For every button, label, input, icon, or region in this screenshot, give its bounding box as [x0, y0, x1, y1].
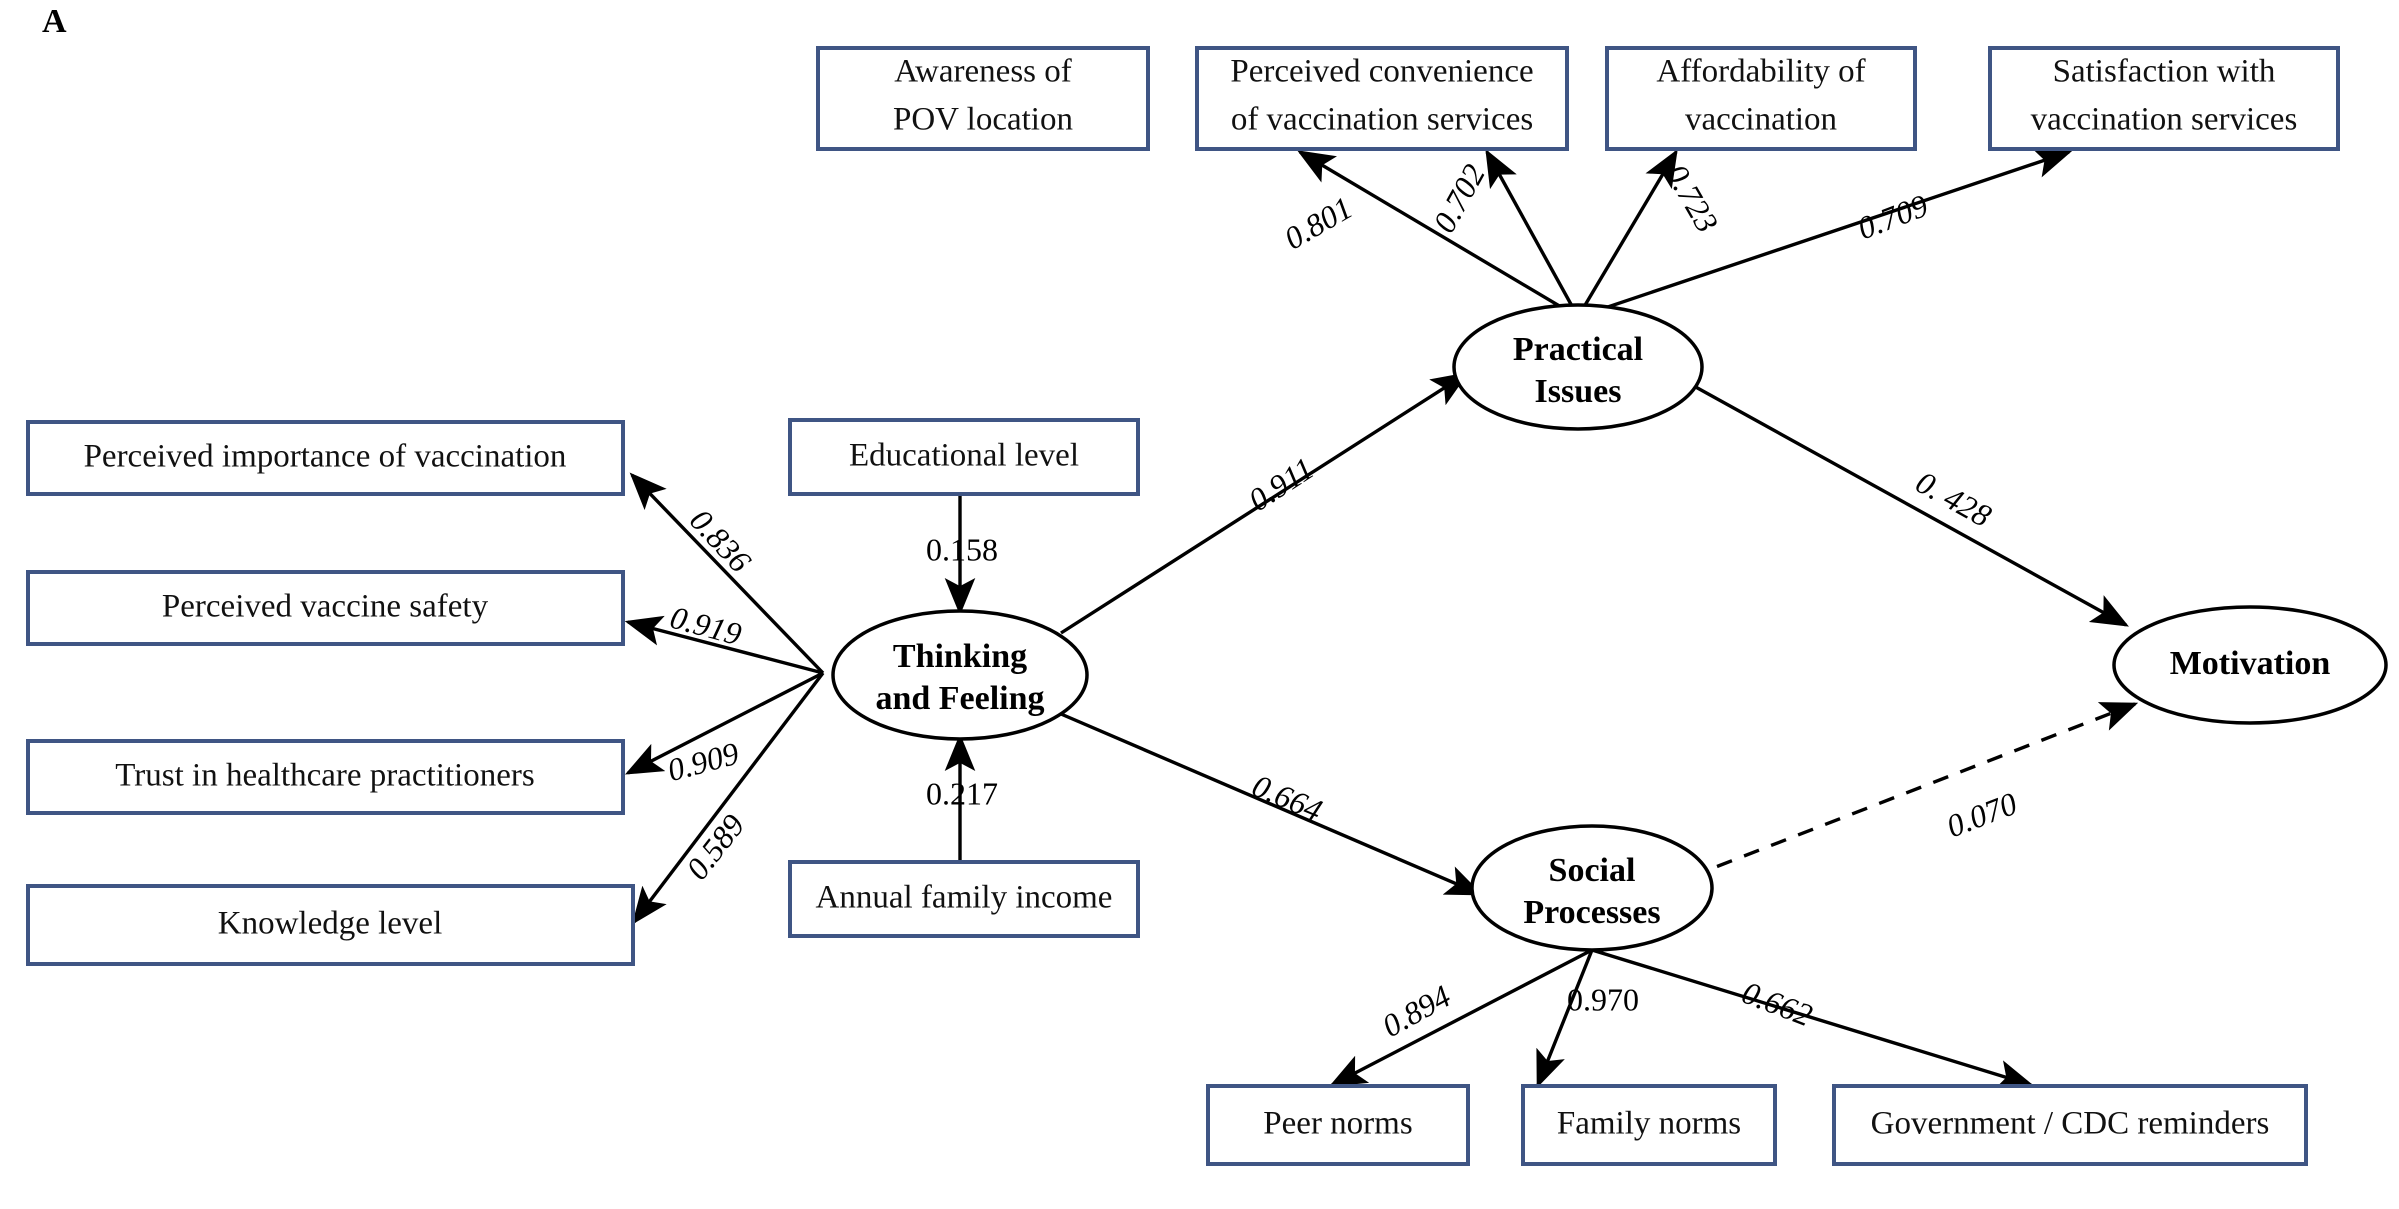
coefficient-thinking-safety: 0.919: [667, 599, 746, 652]
latent-node-thinking[interactable]: Thinking and Feeling: [831, 609, 1089, 741]
latent-label-social-line1: Social: [1549, 852, 1636, 889]
coefficient-practical-convenience: 0.702: [1426, 158, 1492, 238]
observed-label-convenience-line2: of vaccination services: [1231, 102, 1533, 138]
path-social-motivation: [1689, 702, 2139, 879]
latent-node-motivation[interactable]: Motivation: [2112, 605, 2388, 725]
coefficient-thinking-social: 0.664: [1247, 767, 1327, 828]
observed-label-income: Annual family income: [816, 880, 1113, 916]
observed-box-convenience[interactable]: [1195, 46, 1569, 151]
path-social-family: [1536, 949, 1594, 1089]
observed-label-government: Government / CDC reminders: [1871, 1106, 2270, 1142]
latent-label-social-line2: Processes: [1523, 894, 1660, 931]
latent-label-thinking-line1: Thinking: [893, 638, 1027, 675]
path-practical-awareness: [1297, 150, 1579, 319]
observed-label-family: Family norms: [1557, 1106, 1741, 1142]
observed-label-convenience-line1: Perceived convenience: [1230, 54, 1533, 90]
coefficient-education-thinking: 0.158: [926, 531, 998, 567]
observed-label-safety: Perceived vaccine safety: [162, 589, 489, 625]
observed-label-awareness-line2: POV location: [893, 102, 1073, 138]
observed-box-safety[interactable]: [26, 570, 625, 646]
observed-node-education[interactable]: Educational level: [788, 418, 1140, 496]
observed-label-trust: Trust in healthcare practitioners: [115, 758, 534, 794]
observed-label-awareness-line1: Awareness of: [894, 54, 1072, 90]
observed-label-peer: Peer norms: [1263, 1106, 1412, 1142]
observed-label-satisfaction-line2: vaccination services: [2031, 102, 2298, 138]
observed-node-knowledge[interactable]: Knowledge level: [26, 884, 635, 966]
observed-box-affordability[interactable]: [1605, 46, 1917, 151]
path-practical-satisfaction: [1577, 148, 2073, 319]
observed-box-income[interactable]: [788, 860, 1140, 938]
observed-box-satisfaction[interactable]: [1988, 46, 2340, 151]
observed-box-government[interactable]: [1832, 1084, 2308, 1166]
coefficient-social-family: 0.970: [1567, 981, 1639, 1017]
observed-label-importance: Perceived importance of vaccination: [84, 439, 567, 475]
observed-label-affordability-line2: vaccination: [1685, 102, 1837, 138]
path-group-thinking-indicators: [624, 472, 825, 925]
path-thinking-importance: [629, 472, 825, 675]
path-social-peer: [1328, 948, 1593, 1087]
observed-node-peer[interactable]: Peer norms: [1206, 1084, 1470, 1166]
coefficient-social-motivation: 0.070: [1942, 785, 2022, 844]
path-social-government: [1591, 948, 2035, 1090]
path-thinking-safety: [624, 615, 824, 675]
latent-label-motivation: Motivation: [2170, 645, 2331, 682]
latent-node-social[interactable]: Social Processes: [1470, 824, 1714, 952]
observed-node-importance[interactable]: Perceived importance of vaccination: [26, 420, 625, 496]
observed-label-education: Educational level: [849, 438, 1079, 474]
latent-label-practical-line2: Issues: [1535, 373, 1622, 410]
latent-node-practical[interactable]: Practical Issues: [1452, 303, 1704, 431]
path-thinking-social: [1060, 712, 1484, 896]
observed-label-affordability-line1: Affordability of: [1656, 54, 1865, 90]
observed-node-family[interactable]: Family norms: [1521, 1084, 1777, 1166]
observed-node-safety[interactable]: Perceived vaccine safety: [26, 570, 625, 646]
observed-node-awareness[interactable]: Awareness of POV location: [816, 46, 1150, 151]
observed-node-affordability[interactable]: Affordability of vaccination: [1605, 46, 1917, 151]
path-practical-convenience: [1485, 149, 1580, 318]
path-practical-motivation: [1682, 378, 2129, 627]
latent-ellipse-motivation[interactable]: [2112, 605, 2388, 725]
observed-node-trust[interactable]: Trust in healthcare practitioners: [26, 739, 625, 815]
observed-box-education[interactable]: [788, 418, 1140, 496]
latent-ellipse-thinking[interactable]: [831, 609, 1089, 741]
observed-box-awareness[interactable]: [816, 46, 1150, 151]
coefficient-social-peer: 0.894: [1376, 978, 1456, 1044]
observed-label-satisfaction-line1: Satisfaction with: [2053, 54, 2276, 90]
coefficient-practical-affordability: 0.723: [1659, 158, 1726, 238]
latent-label-thinking-line2: and Feeling: [875, 680, 1044, 717]
observed-box-knowledge[interactable]: [26, 884, 635, 966]
coefficient-practical-motivation: 0. 428: [1910, 464, 1997, 534]
observed-node-convenience[interactable]: Perceived convenience of vaccination ser…: [1195, 46, 1569, 151]
coefficient-practical-awareness: 0.801: [1278, 189, 1358, 256]
path-group-practical-indicators: [1297, 148, 2073, 319]
observed-node-income[interactable]: Annual family income: [788, 860, 1140, 938]
observed-label-knowledge: Knowledge level: [218, 906, 443, 942]
path-practical-affordability: [1576, 149, 1678, 318]
latent-label-practical-line1: Practical: [1513, 331, 1643, 368]
observed-node-government[interactable]: Government / CDC reminders: [1832, 1084, 2308, 1166]
latent-ellipse-practical[interactable]: [1452, 303, 1704, 431]
panel-label: A: [42, 3, 67, 40]
coefficient-practical-satisfaction: 0.709: [1853, 187, 1933, 246]
observed-box-peer[interactable]: [1206, 1084, 1470, 1166]
coefficient-income-thinking: 0.217: [926, 775, 998, 811]
path-thinking-trust: [624, 671, 824, 775]
observed-box-family[interactable]: [1521, 1084, 1777, 1166]
path-thinking-practical: [1060, 372, 1469, 635]
coefficient-thinking-trust: 0.909: [664, 735, 743, 788]
observed-box-trust[interactable]: [26, 739, 625, 815]
observed-box-importance[interactable]: [26, 420, 625, 496]
path-thinking-knowledge: [631, 671, 825, 925]
coefficient-social-government: 0.662: [1737, 974, 1817, 1033]
path-group-social-indicators: [1328, 948, 2035, 1090]
observed-node-satisfaction[interactable]: Satisfaction with vaccination services: [1988, 46, 2340, 151]
latent-ellipse-social[interactable]: [1470, 824, 1714, 952]
